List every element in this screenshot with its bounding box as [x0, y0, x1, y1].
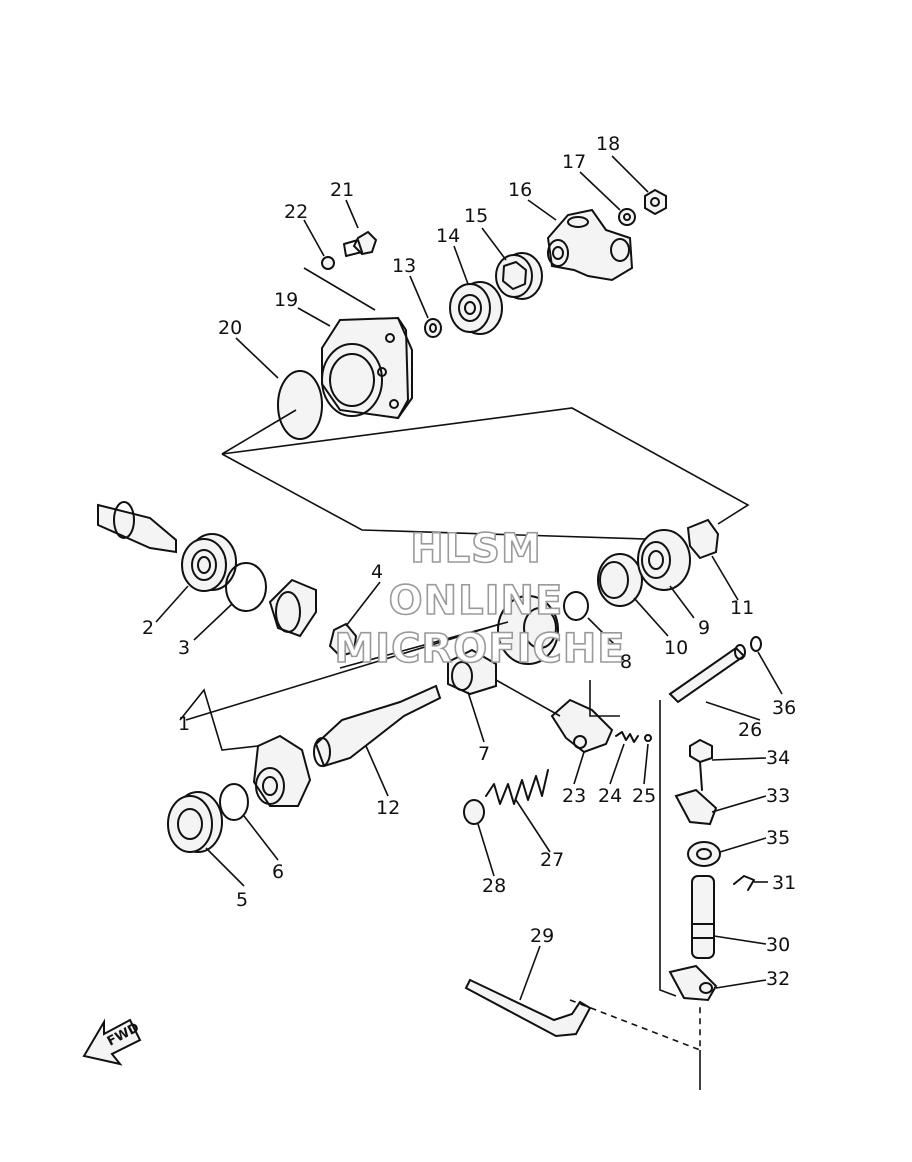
part-26-shift-rod [668, 644, 746, 704]
part-31-circlip [733, 875, 755, 891]
callout-15: 15 [464, 205, 488, 227]
part-4-clip [328, 622, 358, 658]
part-6-washer [219, 783, 249, 821]
watermark-line-2: ONLINE [389, 578, 564, 624]
bolt-guide-line [303, 267, 376, 311]
callout-34: 34 [766, 747, 790, 769]
part-5-bearing [167, 791, 223, 853]
linkage-frame-top [589, 680, 620, 717]
part-30-shaft [691, 875, 715, 959]
part-25-ball [644, 734, 652, 742]
part-33-lever [674, 788, 718, 826]
part-15-collar [495, 252, 543, 300]
drive-shaft [97, 501, 177, 554]
watermark: HLSM ONLINE MICROFICHE [334, 525, 626, 673]
part-16-yoke [546, 208, 634, 282]
callout-19: 19 [274, 289, 298, 311]
part-21-bolt [343, 230, 378, 257]
linkage-dashed-path [569, 999, 701, 1052]
part-27-spring [485, 769, 549, 805]
callout-1: 1 [178, 713, 190, 735]
callout-36: 36 [772, 697, 796, 719]
callout-10: 10 [664, 637, 688, 659]
callout-17: 17 [562, 151, 586, 173]
part-23-shift-cam [550, 698, 614, 754]
upper-assembly-frame-left [221, 453, 679, 541]
callout-29: 29 [530, 925, 554, 947]
part-19-housing [321, 316, 413, 420]
part-7-clutch-dog [447, 648, 497, 696]
callout-20: 20 [218, 317, 242, 339]
callout-21: 21 [330, 179, 354, 201]
part-14-bearing [449, 281, 503, 335]
part-1-bevel-gear-lower [252, 734, 312, 807]
part-8-bevel-gear [497, 591, 589, 665]
callout-7: 7 [478, 743, 490, 765]
part-1-guide-line [185, 623, 501, 721]
watermark-line-1: HLSM [410, 526, 542, 572]
watermark-line-3: MICROFICHE [334, 626, 625, 672]
callout-27: 27 [540, 849, 564, 871]
part-36-pin [750, 636, 762, 652]
callout-13: 13 [392, 255, 416, 277]
callout-8: 8 [620, 651, 632, 673]
callout-16: 16 [508, 179, 532, 201]
part-3-o-ring [225, 562, 267, 612]
part-22-washer [321, 256, 335, 270]
callout-5: 5 [236, 889, 248, 911]
part-2-bearing [181, 533, 237, 592]
callout-32: 32 [766, 968, 790, 990]
part-17-washer [618, 208, 636, 226]
callout-28: 28 [482, 875, 506, 897]
part-24-spring [615, 731, 639, 743]
callout-35: 35 [766, 827, 790, 849]
callout-12: 12 [376, 797, 400, 819]
clutch-to-cam-line [495, 679, 561, 717]
upper-assembly-frame [221, 407, 750, 525]
part-13-washer [424, 318, 442, 338]
linkage-frame-right [659, 700, 677, 997]
part-1-bevel-gear-upper [268, 578, 317, 638]
part-11-nut [686, 518, 720, 560]
fwd-arrow-icon: FWD [82, 1018, 142, 1066]
part-10-collar [597, 553, 643, 607]
callout-4: 4 [371, 561, 383, 583]
callout-22: 22 [284, 201, 308, 223]
part-9-bearing [637, 529, 691, 591]
callout-30: 30 [766, 934, 790, 956]
callout-3: 3 [178, 637, 190, 659]
callout-31: 31 [772, 872, 796, 894]
callout-6: 6 [272, 861, 284, 883]
part-1-leader-box [179, 688, 259, 751]
callout-9: 9 [698, 617, 710, 639]
part-35-bushing [687, 841, 721, 867]
callout-11: 11 [730, 597, 754, 619]
part-18-nut [644, 188, 667, 216]
callout-24: 24 [598, 785, 622, 807]
part-29-shift-arm [464, 978, 592, 1038]
part-12-shaft [313, 684, 442, 768]
callout-2: 2 [142, 617, 154, 639]
callout-25: 25 [632, 785, 656, 807]
leader-lines [155, 155, 783, 1001]
callout-23: 23 [562, 785, 586, 807]
callout-33: 33 [766, 785, 790, 807]
part-28-washer [463, 799, 485, 825]
part-34-bolt [689, 738, 713, 791]
part-20-gasket [221, 370, 323, 455]
callout-14: 14 [436, 225, 460, 247]
callout-18: 18 [596, 133, 620, 155]
part-32-lever [668, 964, 718, 1002]
callout-labels: 1 2 3 4 5 6 7 8 9 10 11 12 13 14 15 16 1… [142, 133, 796, 990]
callout-26: 26 [738, 719, 762, 741]
